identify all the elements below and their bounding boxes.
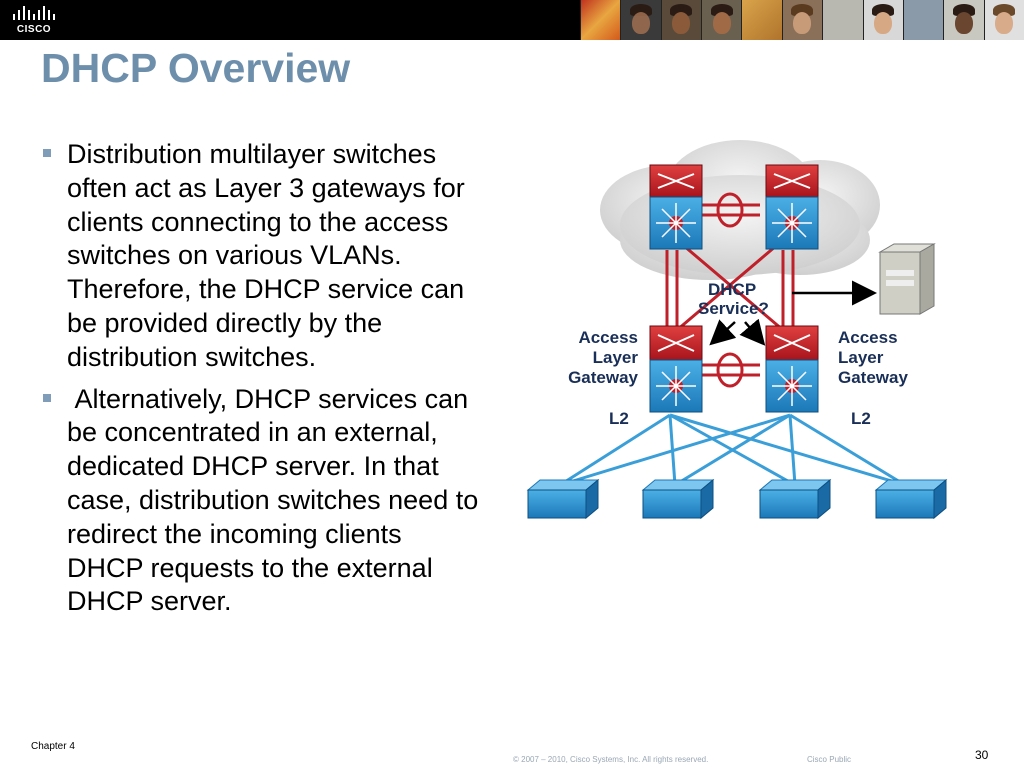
header-photo: [781, 0, 823, 40]
uplinks: [665, 192, 795, 388]
left-gateway-label-line1: Access: [578, 328, 638, 347]
access-switch-icon: [874, 478, 948, 520]
footer-classification: Cisco Public: [807, 755, 852, 764]
core-switch-left-icon: [649, 164, 703, 250]
bullet-square-icon: [43, 149, 51, 157]
header-photo: [660, 0, 702, 40]
dhcp-server-icon: [878, 243, 936, 315]
slide-title: DHCP Overview: [41, 45, 351, 91]
left-gateway-label-line3: Gateway: [568, 368, 638, 387]
access-switch-icon: [758, 478, 832, 520]
distribution-switch-right-icon: [765, 325, 819, 413]
distribution-switch-left-icon: [649, 325, 703, 413]
dhcp-service-label-line1: DHCP: [708, 280, 756, 299]
header-photo: [943, 0, 984, 40]
footer-copyright: © 2007 – 2010, Cisco Systems, Inc. All r…: [513, 755, 709, 764]
header-photo: [822, 0, 863, 40]
left-gateway-label-line2: Layer: [593, 348, 639, 367]
bullet-text: Distribution multilayer switches often a…: [67, 139, 465, 372]
cisco-logo: CISCO: [8, 4, 60, 36]
logo-wordmark: CISCO: [16, 24, 52, 35]
network-diagram: DHCP Service? Access Layer Gateway Acces…: [526, 140, 948, 520]
core-switch-right-icon: [765, 164, 819, 250]
dhcp-service-label-line2: Service?: [698, 299, 769, 318]
right-gateway-label-line1: Access: [838, 328, 898, 347]
cisco-bridge-icon: [13, 6, 55, 20]
bullet-list: Distribution multilayer switches often a…: [40, 138, 485, 627]
header-photo: [862, 0, 903, 40]
right-gateway-label-line3: Gateway: [838, 368, 908, 387]
footer-chapter: Chapter 4: [31, 741, 75, 752]
right-gateway-label-line2: Layer: [838, 348, 884, 367]
bullet-item: Distribution multilayer switches often a…: [40, 138, 485, 375]
header-photo: [983, 0, 1024, 40]
header-banner: CISCO: [0, 0, 1024, 40]
core-cloud: [600, 140, 880, 280]
header-photo: [741, 0, 782, 40]
l2-label-left: L2: [609, 409, 629, 428]
access-switch-icon: [526, 478, 600, 520]
header-photo: [701, 0, 742, 40]
l2-links: [559, 413, 906, 487]
bullet-text: Alternatively, DHCP services can be conc…: [67, 383, 486, 617]
l2-label-right: L2: [851, 409, 871, 428]
header-photo: [620, 0, 661, 40]
access-switch-icon: [641, 478, 715, 520]
page-number: 30: [975, 748, 989, 762]
bullet-square-icon: [43, 393, 51, 402]
arrows: [709, 280, 877, 346]
bullet-item: Alternatively, DHCP services can be conc…: [40, 383, 485, 620]
header-photo: [580, 0, 621, 40]
header-photo-strip: [580, 0, 1024, 40]
header-photo: [902, 0, 944, 40]
